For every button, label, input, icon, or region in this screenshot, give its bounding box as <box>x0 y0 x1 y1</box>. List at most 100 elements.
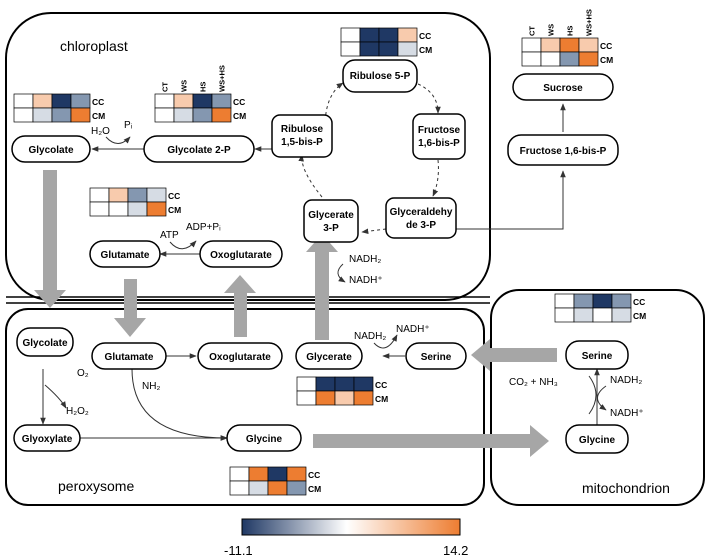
heatmap-row-label: CM <box>633 311 646 321</box>
reaction-arrows <box>40 82 607 441</box>
heatmap-cell <box>397 27 418 43</box>
big-arrow-glycine-right <box>313 425 549 457</box>
heatmap-mito-serine: CC CM <box>554 293 646 323</box>
heatmap-cell <box>554 307 575 323</box>
cofactor-nadh-plus-c: NADH⁺ <box>610 408 644 419</box>
node-fructose16bp-cyt-label: Fructose 1,6-bis-P <box>520 146 607 157</box>
heatmap-cell <box>353 376 374 392</box>
heatmap-cell <box>359 41 380 57</box>
node-ribulose15bp-label-2: 1,5-bis-P <box>281 137 323 148</box>
heatmap-row-label: CM <box>600 55 613 65</box>
heatmap-cell <box>359 27 380 43</box>
node-glycolate2p-label: Glycolate 2-P <box>167 145 231 156</box>
heatmap-column-label: HS <box>566 26 575 36</box>
heatmap-row-label: CC <box>633 297 645 307</box>
chloroplast-compartment <box>5 12 491 301</box>
legend-max-label: 14.2 <box>443 543 468 558</box>
node-glycine-per-label: Glycine <box>246 434 283 445</box>
arrow-nadh2-nadh-a <box>337 263 346 283</box>
arrow-co2-nh3 <box>588 375 597 415</box>
heatmap-cell <box>378 27 399 43</box>
heatmap-row-label: CC <box>419 31 431 41</box>
cofactor-nadh-plus-b: NADH⁺ <box>396 324 430 335</box>
big-arrow-glycolate-down <box>34 170 66 308</box>
heatmap-cell <box>559 51 580 67</box>
heatmap-cell <box>32 107 53 123</box>
heatmap-cell <box>592 307 613 323</box>
node-glutamate-per-label: Glutamate <box>105 352 154 363</box>
node-glutamate-chl <box>89 240 161 268</box>
node-fructose16bp-chl-label-1: Fructose <box>418 125 461 136</box>
node-oxoglutarate-per-label: Oxoglutarate <box>209 352 271 363</box>
heatmap-cell <box>51 93 72 109</box>
node-glyoxylate-label: Glyoxylate <box>22 434 73 445</box>
node-glyceraldehyde3p-label-2: de 3-P <box>406 220 436 231</box>
arrow-atp-adp <box>169 240 197 250</box>
node-glycerate3p-label-1: Glycerate <box>308 210 354 221</box>
heatmap-cell <box>173 93 194 109</box>
node-fructose16bp-cyt <box>507 134 619 166</box>
heatmap-cell <box>611 293 632 309</box>
node-serine-mito-label: Serine <box>582 351 613 362</box>
node-glycerate-per-label: Glycerate <box>306 352 352 363</box>
node-fructose16bp-chl-label-2: 1,6-bis-P <box>418 138 460 149</box>
heatmap-cell <box>192 107 213 123</box>
legend-colorbar <box>241 518 461 536</box>
heatmap-row-label: CC <box>308 470 320 480</box>
arrow-g3p-to-fru16bp-cyt <box>456 170 566 230</box>
heatmap-cell <box>578 37 599 53</box>
legend-min-label: -11.1 <box>224 543 253 558</box>
heatmap-column-label: WS <box>547 24 556 36</box>
heatmap-cell <box>286 480 307 496</box>
node-ribulose15bp-label-1: Ribulose <box>281 124 324 135</box>
heatmap-cell <box>334 390 355 406</box>
heatmap-cell <box>521 51 542 67</box>
node-glycine-per <box>226 424 302 452</box>
arrow-g3p-to-glycerate3p <box>361 228 387 234</box>
heatmap-row-label: CC <box>233 97 245 107</box>
node-ribulose15bp <box>271 114 333 158</box>
big-arrow-serine-left <box>471 339 557 371</box>
heatmap-cell <box>146 201 167 217</box>
heatmap-cell <box>32 93 53 109</box>
heatmap-column-label: CT <box>161 82 170 92</box>
heatmap-cell <box>127 201 148 217</box>
node-glutamate-chl-label: Glutamate <box>101 250 150 261</box>
node-glycolate2p <box>143 135 255 163</box>
node-glycerate-per <box>295 342 363 370</box>
heatmap-cell <box>559 37 580 53</box>
cofactor-pi: Pᵢ <box>124 120 133 131</box>
arrow-h2o-pi <box>105 136 131 144</box>
node-serine-per-label: Serine <box>421 352 452 363</box>
heatmap-cell <box>248 480 269 496</box>
node-glycolate-per-label: Glycolate <box>22 338 67 349</box>
heatmap-row-label: CC <box>600 41 612 51</box>
node-glycine-mito <box>565 424 629 454</box>
cofactor-nh2: NH₂ <box>142 381 160 392</box>
heatmap-cell <box>334 376 355 392</box>
node-glycerate3p-label-2: 3-P <box>323 223 339 234</box>
big-arrow-glutamate-down <box>114 279 146 337</box>
node-oxoglutarate-chl-label: Oxoglutarate <box>210 250 272 261</box>
heatmap-cell <box>89 187 110 203</box>
heatmap-cell <box>70 107 91 123</box>
heatmap-column-label: WS+HS <box>218 65 227 92</box>
heatmap-column-label: HS <box>199 82 208 92</box>
heatmap-cell <box>611 307 632 323</box>
heatmap-cell <box>108 187 129 203</box>
peroxysome-label: peroxysome <box>58 478 134 494</box>
chloroplast-label: chloroplast <box>60 38 128 54</box>
heatmap-cell <box>70 93 91 109</box>
heatmap-cell <box>192 93 213 109</box>
cofactor-nadh2-c: NADH₂ <box>610 375 642 386</box>
heatmap-cell <box>51 107 72 123</box>
heatmap-cell <box>540 51 561 67</box>
cofactor-nadh2-a: NADH₂ <box>349 254 381 265</box>
cofactor-atp: ATP <box>160 230 179 241</box>
heatmap-cell <box>173 107 194 123</box>
heatmap-cell <box>286 466 307 482</box>
node-glyceraldehyde3p-label-1: Glyceraldehy <box>390 207 453 218</box>
